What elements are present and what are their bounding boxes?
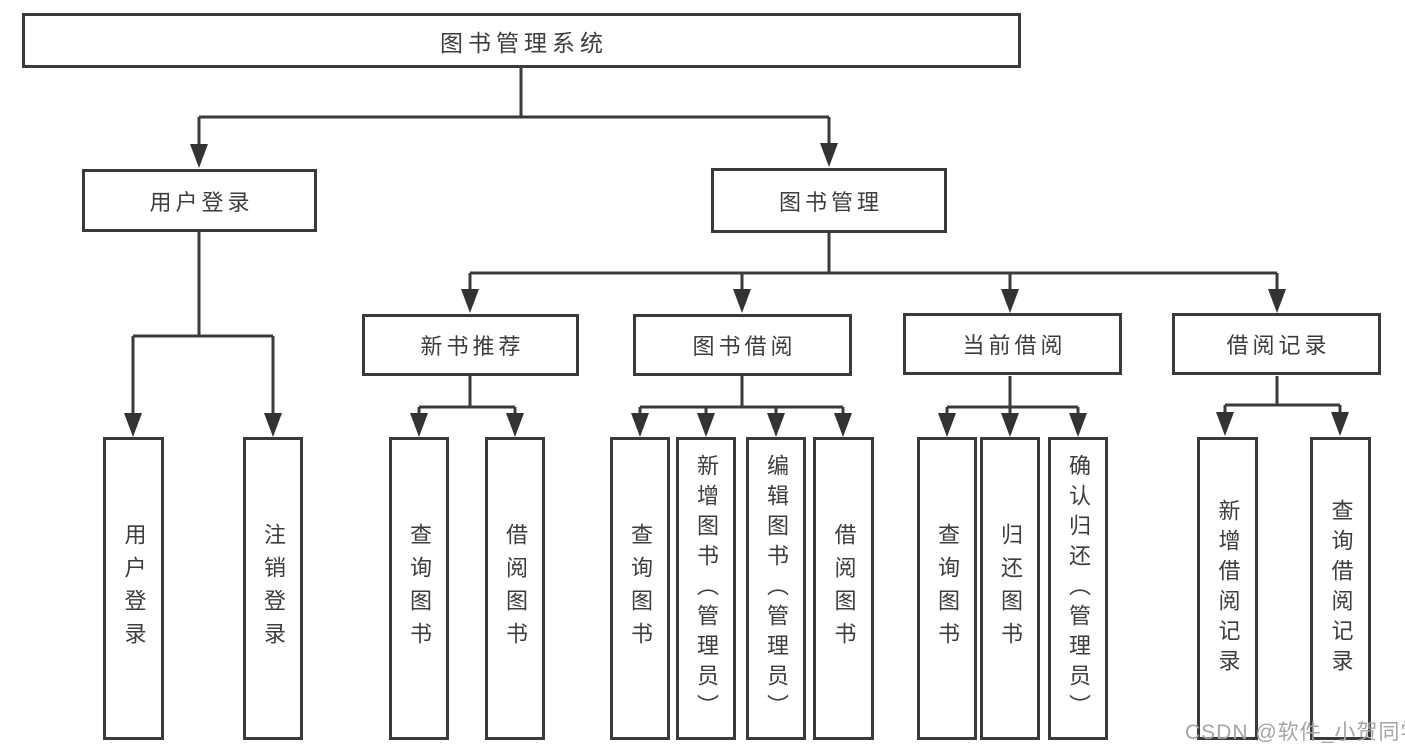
leaf-edit-book-admin: 编辑图书（管理员）	[746, 437, 806, 740]
leaf-query-books-current: 查询图书	[917, 437, 977, 740]
arrow-icon	[1001, 289, 1019, 313]
node-label: 图书管理系统	[440, 29, 608, 56]
arrow-icon	[938, 413, 956, 437]
arrow-icon	[733, 289, 751, 313]
node-label: 注销登录	[261, 522, 286, 655]
leaf-borrow-books-recommend: 借阅图书	[485, 437, 545, 740]
node-label: 借阅记录	[1226, 333, 1331, 358]
node-label: 查询图书	[407, 522, 432, 655]
arrow-icon	[1331, 412, 1349, 436]
node-label: 用户登录	[149, 189, 254, 215]
leaf-query-books-recommend: 查询图书	[389, 437, 449, 740]
arrow-icon	[506, 413, 524, 437]
leaf-add-borrow-record: 新增借阅记录	[1197, 437, 1258, 740]
arrow-icon	[631, 413, 649, 437]
node-new-book-recommendation: 新书推荐	[362, 314, 579, 376]
leaf-query-borrow-record: 查询借阅记录	[1310, 437, 1371, 740]
leaf-confirm-return-admin: 确认归还（管理员）	[1048, 437, 1108, 740]
leaf-logout-login: 注销登录	[243, 437, 303, 740]
node-label: 用户登录	[121, 522, 147, 655]
node-label: 图书管理	[778, 189, 883, 215]
arrow-icon	[1216, 412, 1234, 436]
arrow-icon	[190, 144, 208, 168]
watermark-csdn: CSDN @软件_小贺同学	[1185, 721, 1405, 744]
node-label: 查询图书	[628, 522, 653, 655]
node-library-management-system: 图书管理系统	[22, 13, 1021, 68]
node-label: 新增图书（管理员）	[694, 453, 719, 724]
arrow-icon	[820, 143, 838, 167]
arrow-icon	[1001, 413, 1019, 437]
leaf-borrow-books-borrowing: 借阅图书	[813, 437, 874, 740]
node-current-borrowing: 当前借阅	[903, 313, 1122, 375]
node-label: 当前借阅	[962, 333, 1067, 358]
arrowheads	[124, 143, 1349, 437]
leaf-add-book-admin: 新增图书（管理员）	[676, 437, 736, 740]
node-label: 查询图书	[935, 522, 960, 655]
arrow-icon	[834, 413, 852, 437]
node-book-management: 图书管理	[711, 168, 947, 233]
arrow-icon	[124, 413, 142, 437]
node-book-borrowing: 图书借阅	[633, 314, 852, 376]
node-label: 借阅图书	[831, 522, 857, 655]
node-label: 编辑图书（管理员）	[764, 453, 789, 724]
node-label: 归还图书	[998, 522, 1023, 655]
node-label: 新增借阅记录	[1215, 498, 1241, 679]
arrow-icon	[1069, 413, 1087, 437]
leaf-return-books: 归还图书	[980, 437, 1040, 740]
node-label: 图书借阅	[692, 334, 797, 359]
node-label: 新书推荐	[420, 334, 525, 359]
arrow-icon	[461, 289, 479, 313]
arrow-icon	[697, 413, 715, 437]
leaf-user-login: 用户登录	[103, 437, 164, 740]
node-label: 查询借阅记录	[1328, 498, 1354, 679]
node-user-login: 用户登录	[82, 169, 317, 232]
node-label: 借阅图书	[503, 522, 528, 655]
node-label: 确认归还（管理员）	[1066, 453, 1091, 724]
arrow-icon	[1268, 289, 1286, 313]
arrow-icon	[767, 413, 785, 437]
arrow-icon	[410, 413, 428, 437]
leaf-query-books-borrowing: 查询图书	[610, 437, 670, 740]
node-borrowing-records: 借阅记录	[1172, 313, 1381, 375]
arrow-icon	[264, 413, 282, 437]
